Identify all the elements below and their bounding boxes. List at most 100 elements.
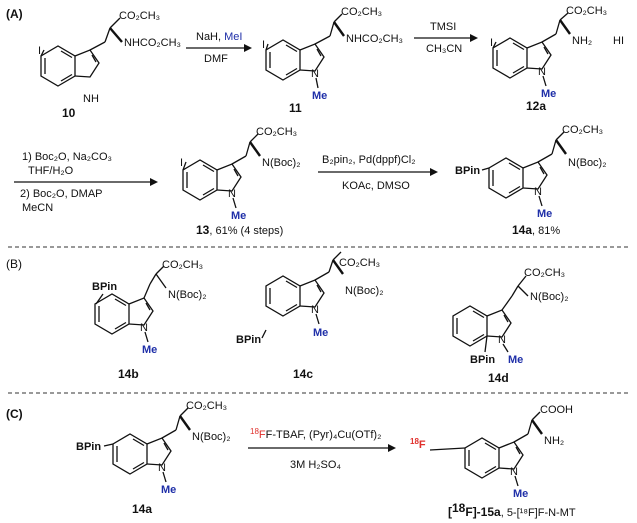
svg-text:14a, 81%: 14a, 81% (512, 223, 560, 237)
reaction-arrow-5: 18FF-TBAF, (Pyr)₄Cu(OTf)₂ 3M H₂SO₄ (248, 427, 396, 471)
reaction-arrow-4: B₂pin₂, Pd(dppf)Cl₂ KOAc, DMSO (318, 154, 438, 192)
compound-14a-c: BPin N Me CO₂CH₃ N(Boc)₂ 14a (76, 400, 231, 516)
reagent-step2: 2) Boc₂O, DMAP (20, 188, 103, 200)
ester-group-11: CO₂CH₃ (341, 6, 382, 18)
methyl-14c: Me (313, 327, 328, 339)
compound-14d-label: 14d (488, 371, 509, 385)
section-c-label: (C) (6, 407, 23, 421)
compound-13-label: 13 (196, 223, 210, 237)
reagent-koac: KOAc, DMSO (342, 180, 410, 192)
compound-13: I N Me CO₂CH₃ N(Boc)₂ 13, 61% (4 steps) (180, 126, 301, 237)
reagent-mei: MeI (224, 31, 242, 43)
f18-element-product: F (419, 439, 426, 451)
carbamate-group: NHCO₂CH₃ (124, 37, 181, 49)
nboc2-group-14b: N(Boc)₂ (168, 289, 207, 301)
indole-n-15a: N (510, 466, 518, 478)
bpin-group-14a: BPin (455, 165, 480, 177)
compound-14d: BPin N Me CO₂CH₃ N(Boc)₂ 14d (452, 267, 569, 385)
f18-mass-reagent: 18 (250, 427, 259, 436)
iodo-atom: I (38, 45, 41, 57)
reagent-dmf: DMF (204, 53, 228, 65)
svg-text:NaH, MeI: NaH, MeI (196, 31, 242, 43)
compound-11-label: 11 (289, 101, 302, 115)
reagent-step1: 1) Boc₂O, Na₂CO₃ (22, 151, 112, 163)
nh-atom: NH (83, 93, 99, 105)
methyl-15a: Me (513, 488, 528, 500)
methyl-14d: Me (508, 354, 523, 366)
svg-text:[18F]-15a, 5-[¹⁸F]F-N-MT: [18F]-15a, 5-[¹⁸F]F-N-MT (448, 501, 576, 519)
ester-group-14c: CO₂CH₃ (339, 257, 380, 269)
indole-n-14a-c: N (158, 462, 166, 474)
indole-n-14b: N (140, 322, 148, 334)
iodo-atom-13: I (180, 157, 183, 169)
svg-text:18F: 18F (410, 437, 426, 451)
compound-13-yield: , 61% (4 steps) (209, 225, 283, 237)
reagent-h2so4: 3M H₂SO₄ (290, 459, 341, 471)
ester-group-13: CO₂CH₃ (256, 126, 297, 138)
nboc2-group-14c: N(Boc)₂ (345, 285, 384, 297)
f18-mass-product: 18 (410, 437, 419, 446)
reagent-tmsi: TMSI (430, 21, 456, 33)
methyl-13: Me (231, 210, 246, 222)
compound-15a: 18F N Me COOH NH₂ [18F]-15a, 5-[¹⁸F]F-N-… (410, 404, 576, 519)
bpin-group-14a-c: BPin (76, 441, 101, 453)
reagent-solvent2: MeCN (22, 202, 53, 214)
indole-n-14d: N (498, 334, 506, 346)
compound-14c: BPin N Me CO₂CH₃ N(Boc)₂ 14c (236, 251, 384, 381)
reaction-arrow-1: NaH, MeI DMF (186, 31, 252, 65)
compound-14c-label: 14c (293, 367, 313, 381)
reagent-b2pin2: B₂pin₂, Pd(dppf)Cl₂ (322, 154, 416, 166)
compound-14a: BPin N Me CO₂CH₃ N(Boc)₂ 14a, 81% (455, 124, 607, 237)
c15-mass: 18 (452, 501, 466, 515)
compound-11: I N Me CO₂CH₃ NHCO₂CH₃ 11 (262, 6, 403, 115)
reagent-ch3cn: CH₃CN (426, 43, 462, 55)
svg-text:18FF-TBAF, (Pyr)₄Cu(OTf)₂: 18FF-TBAF, (Pyr)₄Cu(OTf)₂ (250, 427, 381, 441)
carbamate-group-11: NHCO₂CH₃ (346, 33, 403, 45)
indole-n-12a: N (538, 66, 546, 78)
methyl-14a-c: Me (161, 484, 176, 496)
ester-group: CO₂CH₃ (119, 10, 160, 22)
compound-12a-label: 12a (526, 99, 546, 113)
indole-n-13: N (228, 188, 236, 200)
compound-14b: BPin N Me CO₂CH₃ N(Boc)₂ 14b (92, 259, 207, 381)
section-a-label: (A) (6, 7, 23, 21)
amine-group-12a: NH₂ (572, 35, 592, 47)
iodo-atom-11: I (262, 39, 265, 51)
compound-15a-desc: , 5-[¹⁸F]F-N-MT (501, 507, 576, 519)
nboc2-group-13: N(Boc)₂ (262, 157, 301, 169)
indole-n-14a: N (534, 186, 542, 198)
compound-12a: I N Me CO₂CH₃ NH₂ HI 12a (490, 5, 624, 113)
svg-text:13, 61% (4 steps): 13, 61% (4 steps) (196, 223, 283, 237)
amine-group-15a: NH₂ (544, 435, 564, 447)
ester-group-14a: CO₂CH₃ (562, 124, 603, 136)
ester-group-14d: CO₂CH₃ (524, 267, 565, 279)
indole-n-11: N (311, 68, 319, 80)
compound-14a-yield: , 81% (532, 225, 560, 237)
methyl-12a: Me (541, 88, 556, 100)
methyl-14a: Me (537, 208, 552, 220)
methyl-11: Me (312, 90, 327, 102)
ester-group-14b: CO₂CH₃ (162, 259, 203, 271)
nboc2-group-14a-c: N(Boc)₂ (192, 431, 231, 443)
reagent-solvent1: THF/H₂O (28, 165, 74, 177)
c15-bracket: [ (448, 505, 452, 519)
compound-10-label: 10 (62, 106, 76, 120)
ester-group-14a-c: CO₂CH₃ (186, 400, 227, 412)
compound-10: I NH CO₂CH₃ NHCO₂CH₃ 10 (38, 10, 181, 120)
iodo-atom-12a: I (490, 37, 493, 49)
nboc2-group-14d: N(Boc)₂ (530, 291, 569, 303)
bpin-group-14c: BPin (236, 334, 261, 346)
bpin-group-14b: BPin (92, 281, 117, 293)
reagent-nah: NaH, (196, 31, 224, 43)
compound-14b-label: 14b (118, 367, 139, 381)
compound-14a-label: 14a (512, 223, 532, 237)
indole-n-14c: N (311, 304, 319, 316)
reaction-arrow-3: 1) Boc₂O, Na₂CO₃ THF/H₂O 2) Boc₂O, DMAP … (14, 151, 158, 214)
hi-salt: HI (613, 35, 624, 47)
compound-15a-label: F]-15a (465, 505, 501, 519)
carboxyl-group: COOH (540, 404, 573, 416)
methyl-14b: Me (142, 344, 157, 356)
reagent-tbaf: F-TBAF, (Pyr)₄Cu(OTf)₂ (266, 429, 382, 441)
section-b-label: (B) (6, 257, 22, 271)
